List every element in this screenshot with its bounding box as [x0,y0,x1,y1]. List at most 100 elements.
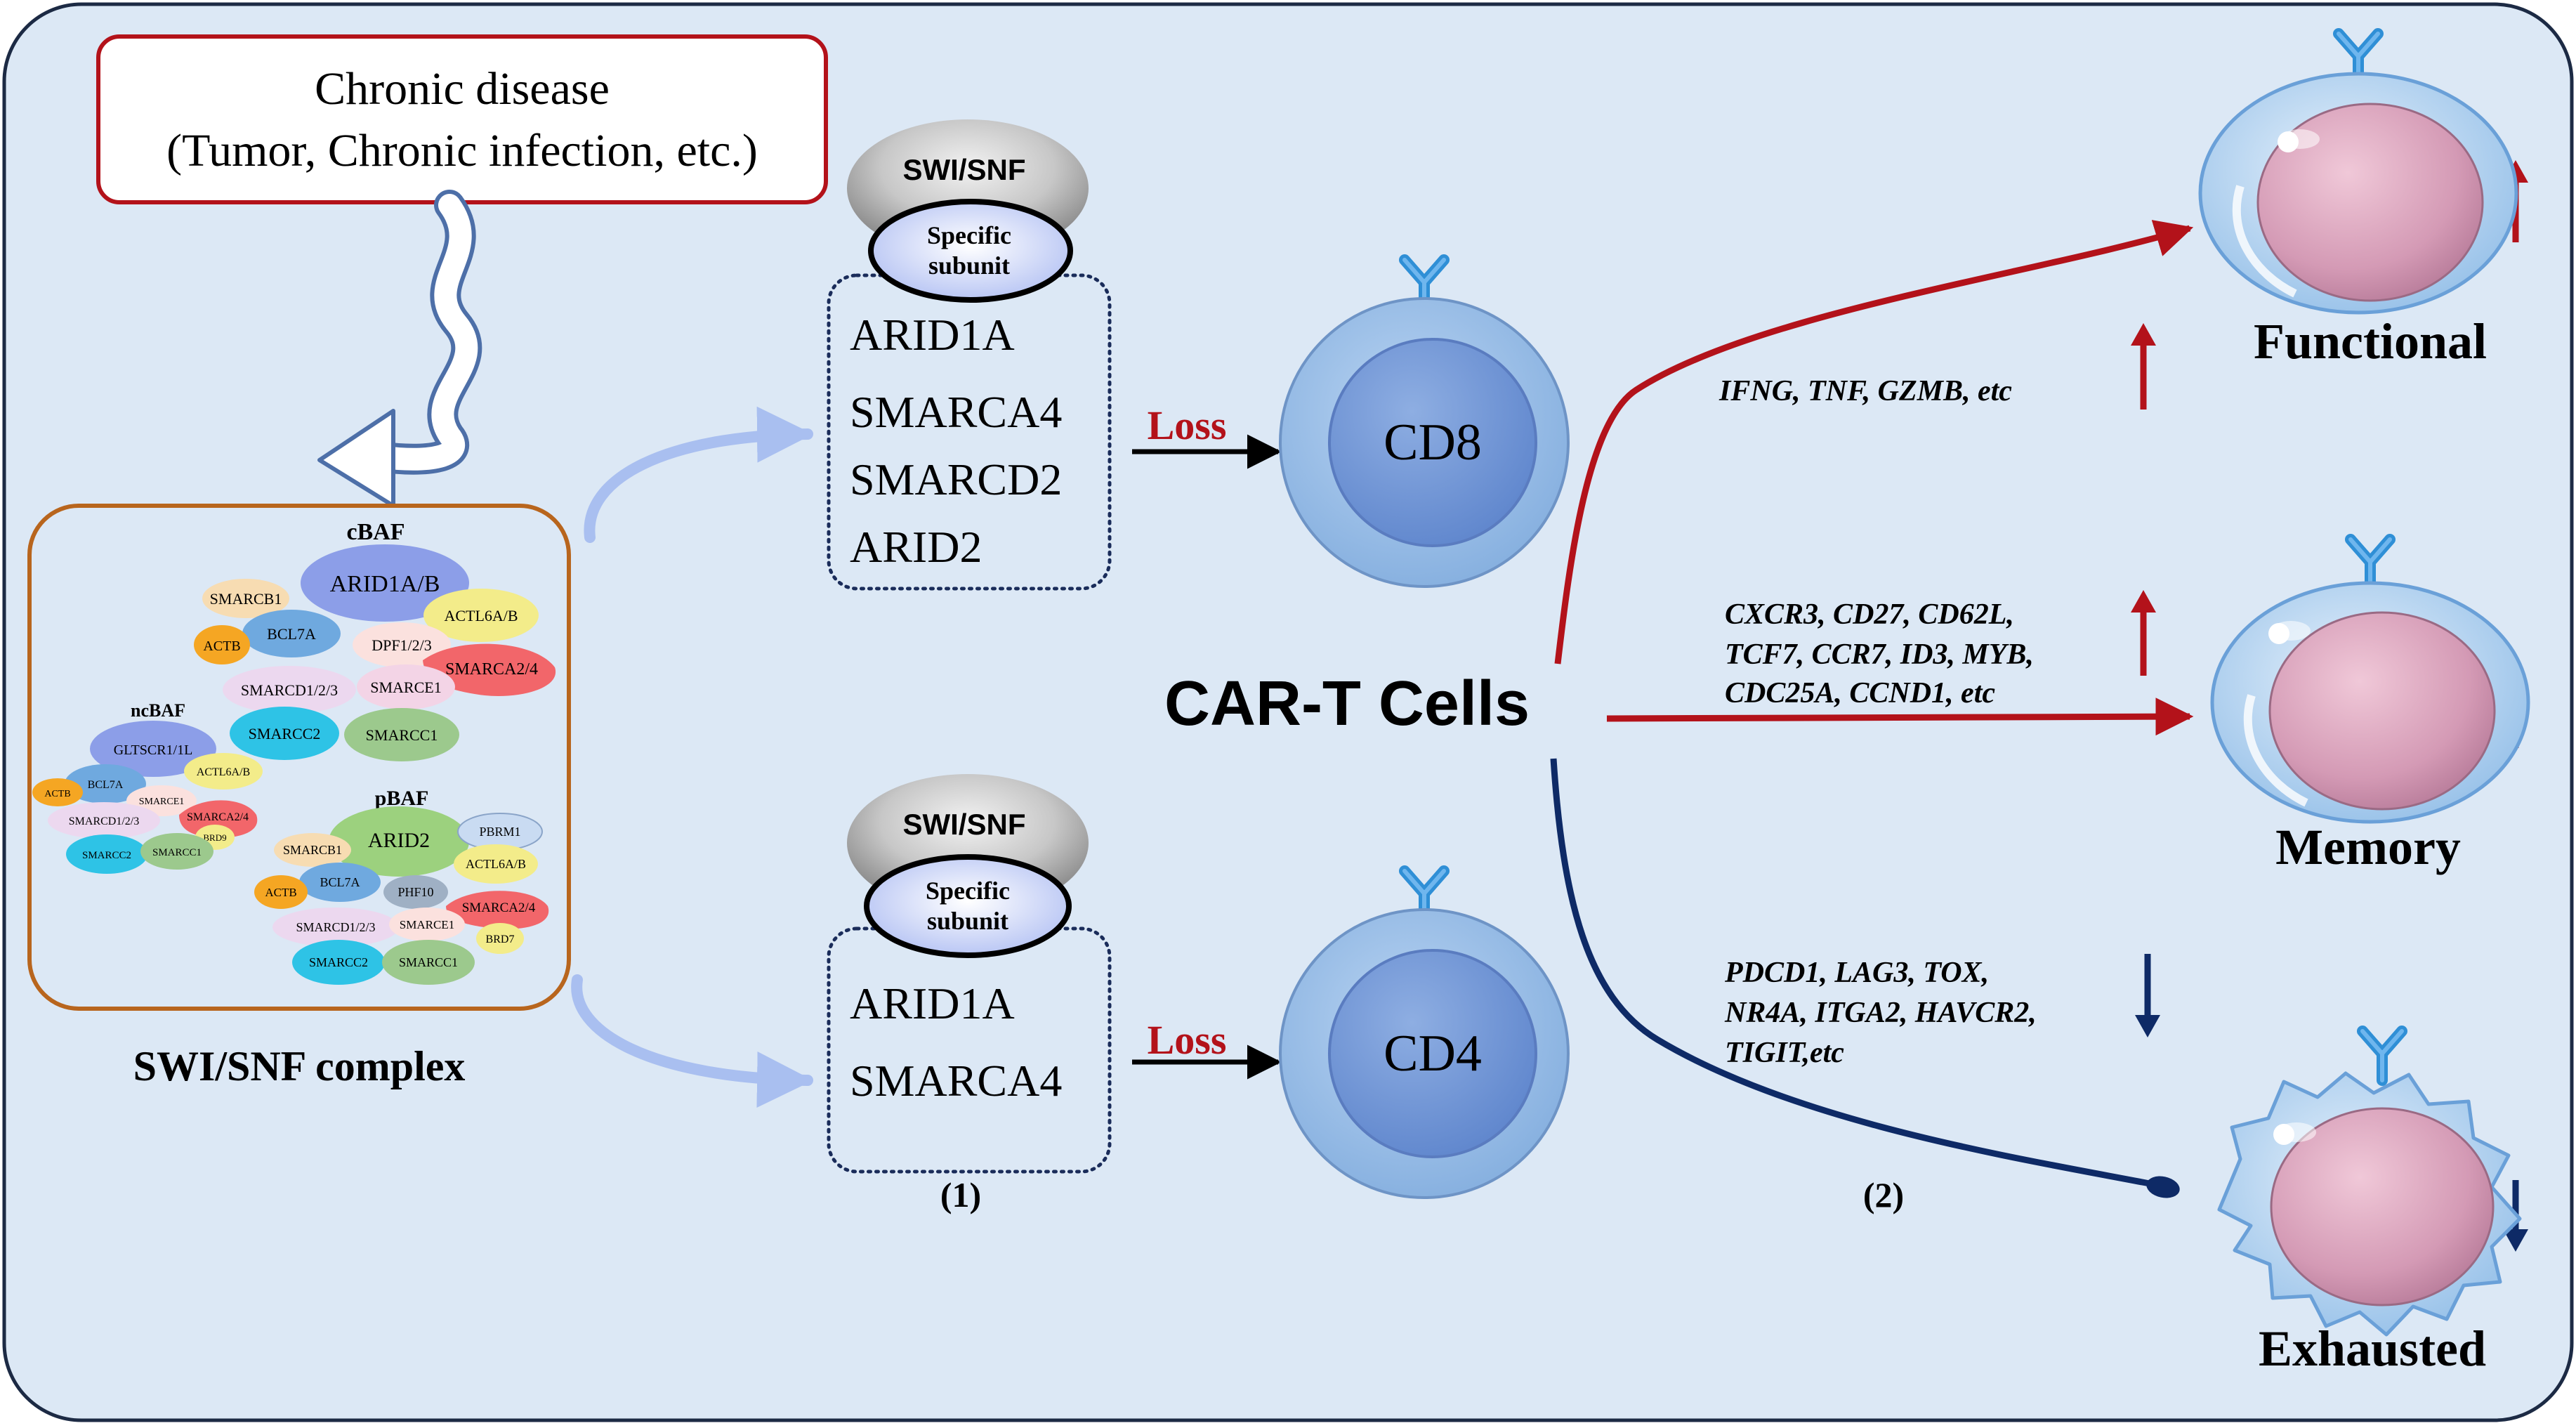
ncbaf-subunit-label: SMARCD1/2/3 [69,815,139,827]
cbaf-subunit-label: ARID1A/B [330,571,440,597]
marker-2: (2) [1863,1175,1904,1214]
pbaf-subunit-label: ACTL6A/B [466,857,526,871]
memory-gene-list: CXCR3, CD27, CD62L, TCF7, CCR7, ID3, MYB… [1725,598,2034,709]
pbaf-subunit-label: SMARCB1 [283,843,342,857]
pbaf-subunit-label: PBRM1 [479,825,520,839]
up-arrow-icon [2131,590,2156,676]
specific-subunit-label: subunit [927,907,1008,935]
specific-subunit-ellipse-cd4 [864,854,1072,958]
specific-subunit-ellipse-cd8 [868,199,1073,303]
cbaf-subunit-label: ACTL6A/B [444,607,518,624]
loss-label-cd8: Loss [1148,402,1227,448]
ncbaf-subunit-label: SMARCA2/4 [187,811,249,823]
functional-label: Functional [2254,313,2487,369]
memory-label: Memory [2275,819,2461,875]
pbaf-subunit-label: BCL7A [320,875,360,889]
cbaf-title: cBAF [346,519,405,545]
ncbaf-subunit-label: GLTSCR1/1L [114,742,193,758]
pbaf-subunit-label: ARID2 [368,829,430,852]
ncbaf-complex: ncBAF GLTSCR1/1L BCL7A ACTL6A/B ACTB SMA… [32,700,263,874]
cd8-cell-nucleus [1328,338,1537,547]
gene-label: ARID1A [850,310,1015,360]
pbaf-subunit-label: BRD7 [486,934,515,945]
pbaf-subunit-label: SMARCC2 [309,955,368,969]
cbaf-subunit-label: SMARCE1 [370,679,441,696]
swi-snf-label-cd4: SWI/SNF [903,808,1026,841]
swi-snf-complex-caption: SWI/SNF complex [133,1043,466,1089]
ncbaf-title: ncBAF [131,700,185,721]
pbaf-complex: pBAF ARID2 PBRM1 SMARCB1 ACTL6A/B BCL7A … [254,787,549,985]
gene-label: SMARCA4 [850,387,1062,437]
marker-1: (1) [940,1175,981,1214]
specific-subunit-label: Specific [927,221,1011,249]
cbaf-subunit-label: SMARCC2 [249,725,321,742]
gene-list-line: TIGIT,etc [1725,1037,1844,1069]
gene-list-line: CXCR3, CD27, CD62L, [1725,598,2014,631]
car-t-cells-label: CAR-T Cells [1164,669,1530,739]
gene-label: ARID1A [850,978,1015,1028]
ncbaf-subunit-label: SMARCC1 [152,847,202,858]
gene-list-line: IFNG, TNF, GZMB, etc [1719,375,2012,407]
exhausted-gene-list: PDCD1, LAG3, TOX, NR4A, ITGA2, HAVCR2, T… [1724,957,2037,1069]
chronic-disease-examples: (Tumor, Chronic infection, etc.) [166,125,758,176]
ncbaf-subunit-label: SMARCE1 [139,797,185,807]
cbaf-subunit-label: SMARCD1/2/3 [241,681,338,699]
chronic-disease-box [96,34,828,204]
cd8-label: CD8 [1384,414,1482,471]
ncbaf-subunit-label: BRD9 [203,832,226,843]
cbaf-complex: cBAF ARID1A/B SMARCB1 BCL7A ACTB ACTL6A/… [194,519,556,761]
ncbaf-subunit-label: SMARCC2 [82,850,131,861]
wavy-down-arrow [317,190,482,508]
up-arrow-icon [2131,323,2156,410]
gene-label: SMARCD2 [850,454,1062,504]
gene-list-line: NR4A, ITGA2, HAVCR2, [1724,997,2037,1029]
exhausted-t-cell-icon [2217,1031,2522,1337]
cd4-label: CD4 [1384,1025,1482,1082]
cbaf-subunit-label: SMARCA2/4 [445,660,538,679]
loss-label-cd4: Loss [1148,1017,1227,1063]
chronic-disease-title: Chronic disease [315,63,610,114]
ncbaf-subunit-label: ACTL6A/B [197,766,250,778]
ncbaf-subunit-label: BCL7A [88,779,124,791]
curved-arrow-to-cd4-branch [571,974,813,1108]
exhausted-arrow-end [2146,1176,2180,1198]
arrow-to-functional [1554,219,2194,664]
pbaf-subunit-label: SMARCE1 [400,918,454,931]
cbaf-subunit-label: ACTB [203,638,240,654]
curved-arrow-to-cd8-branch [584,406,813,543]
pbaf-subunit-label: ACTB [265,886,296,899]
pbaf-subunit-label: SMARCA2/4 [462,900,536,915]
pbaf-subunit-label: SMARCC1 [399,955,458,969]
gene-box-cd4 [827,926,1112,1174]
gene-list-line: TCF7, CCR7, ID3, MYB, [1725,638,2034,671]
gene-list-line: CDC25A, CCND1, etc [1725,677,1995,709]
memory-t-cell-icon [2210,539,2530,824]
exhausted-label: Exhausted [2259,1321,2486,1377]
specific-subunit-label: subunit [928,251,1010,280]
pbaf-title: pBAF [375,787,429,810]
ncbaf-subunit-label: ACTB [44,789,70,799]
pbaf-subunit-label: SMARCD1/2/3 [296,920,375,934]
functional-gene-list: IFNG, TNF, GZMB, etc [1719,375,2012,407]
cd4-cell-nucleus [1328,949,1537,1158]
swi-snf-label-cd8: SWI/SNF [903,153,1026,186]
down-arrow-icon [2135,954,2160,1037]
cd8-branch: SWI/SNF Specific subunit ARID1A SMARCA4 … [827,119,1570,591]
gene-list-line: PDCD1, LAG3, TOX, [1724,957,1989,989]
pbaf-subunit-label: PHF10 [397,885,433,899]
cbaf-subunit-label: SMARCC1 [366,726,438,744]
cbaf-subunit-label: DPF1/2/3 [372,636,432,654]
specific-subunit-label: Specific [926,877,1010,905]
gene-label: ARID2 [850,522,982,572]
arrow-to-exhausted [1550,758,2154,1188]
cd4-branch: SWI/SNF Specific subunit ARID1A SMARCA4 … [827,774,1570,1199]
gene-box-cd8 [827,273,1112,591]
down-arrow-icon [2503,1180,2528,1252]
cbaf-subunit-label: BCL7A [267,625,316,643]
gene-label: SMARCA4 [850,1056,1062,1106]
cbaf-subunit-label: SMARCB1 [210,590,282,608]
functional-t-cell-icon [2198,34,2518,315]
